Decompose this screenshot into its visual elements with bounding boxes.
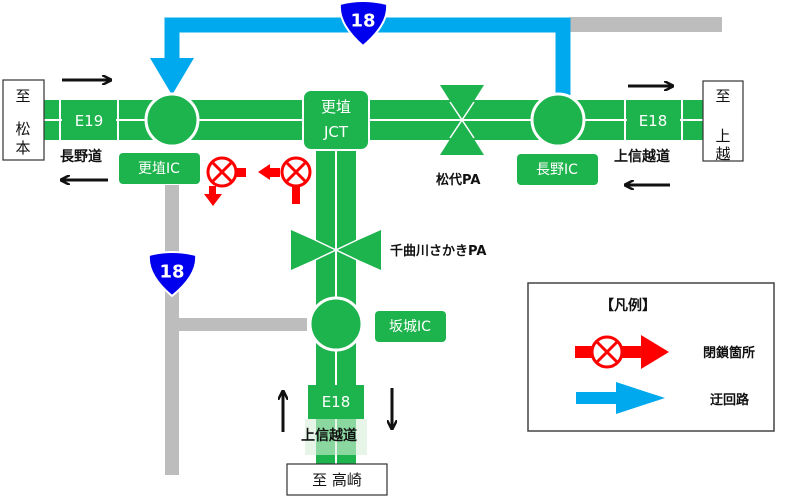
south-route-code: E18 [322, 393, 351, 411]
koshoku-jct-label-line1: 更埴 [321, 98, 351, 116]
legend-item-detour-label: 迂回路 [710, 392, 750, 408]
expressway-horizontal [40, 100, 705, 140]
chikumagawa-sakaki-pa-icon[interactable] [291, 230, 381, 270]
south-route-name: 上信越道 [301, 427, 357, 444]
destination-west-line2: 本 [15, 139, 30, 157]
closure-marker-jct-ramp [258, 156, 312, 204]
route-18-shield-top [338, 0, 389, 48]
koshoku-ic-label: 更埴IC [138, 161, 180, 177]
destination-east-to: 至 [715, 87, 730, 105]
route-shield-left-number: 18 [159, 262, 184, 283]
nagano-ic-label: 長野IC [536, 162, 578, 178]
legend-closure-symbol [575, 335, 669, 369]
legend-title: 【凡例】 [600, 297, 656, 314]
chikumagawa-sakaki-pa-label: 千曲川さかきPA [390, 243, 486, 259]
destination-west-line1: 松 [15, 120, 30, 138]
koshoku-jct-label-line2: JCT [323, 123, 349, 141]
sakaki-ic-node[interactable] [308, 296, 364, 352]
local-road-to-sakaki [179, 318, 307, 331]
legend-detour-symbol [576, 382, 665, 414]
west-route-name: 長野道 [60, 148, 102, 165]
local-road-route18-vertical [165, 185, 179, 475]
local-road-top-right [570, 17, 722, 32]
destination-east-line2: 越 [715, 145, 730, 163]
closure-marker-ic-exit [204, 156, 246, 206]
legend-item-closure-label: 閉鎖箇所 [703, 345, 755, 361]
sakaki-ic-label: 坂城IC [389, 319, 431, 335]
koshoku-ic-node[interactable] [144, 92, 200, 148]
east-route-code: E18 [639, 112, 668, 130]
nagano-ic-node[interactable] [530, 92, 586, 148]
destination-west-to: 至 [15, 87, 30, 105]
destination-box-east [702, 80, 744, 162]
sakaki-ic-label-box[interactable] [375, 311, 446, 342]
east-route-name: 上信越道 [614, 148, 670, 165]
nagano-ic-label-box[interactable] [517, 154, 598, 185]
direction-arrows [62, 80, 672, 432]
route-shield-top-number: 18 [350, 11, 375, 32]
destination-east-line1: 上 [715, 127, 730, 145]
matsushiro-pa-label: 松代PA [436, 172, 480, 188]
west-route-code: E19 [75, 112, 104, 130]
koshoku-ic-label-box[interactable] [119, 153, 200, 184]
route-18-shield-left [147, 251, 198, 298]
koshoku-jct-box[interactable] [302, 89, 370, 151]
matsushiro-pa-icon[interactable] [440, 85, 484, 155]
destination-south-label: 至 高崎 [312, 471, 362, 489]
detour-arrowhead [150, 58, 194, 95]
destination-box-west [2, 79, 45, 161]
destination-box-south [286, 463, 388, 496]
